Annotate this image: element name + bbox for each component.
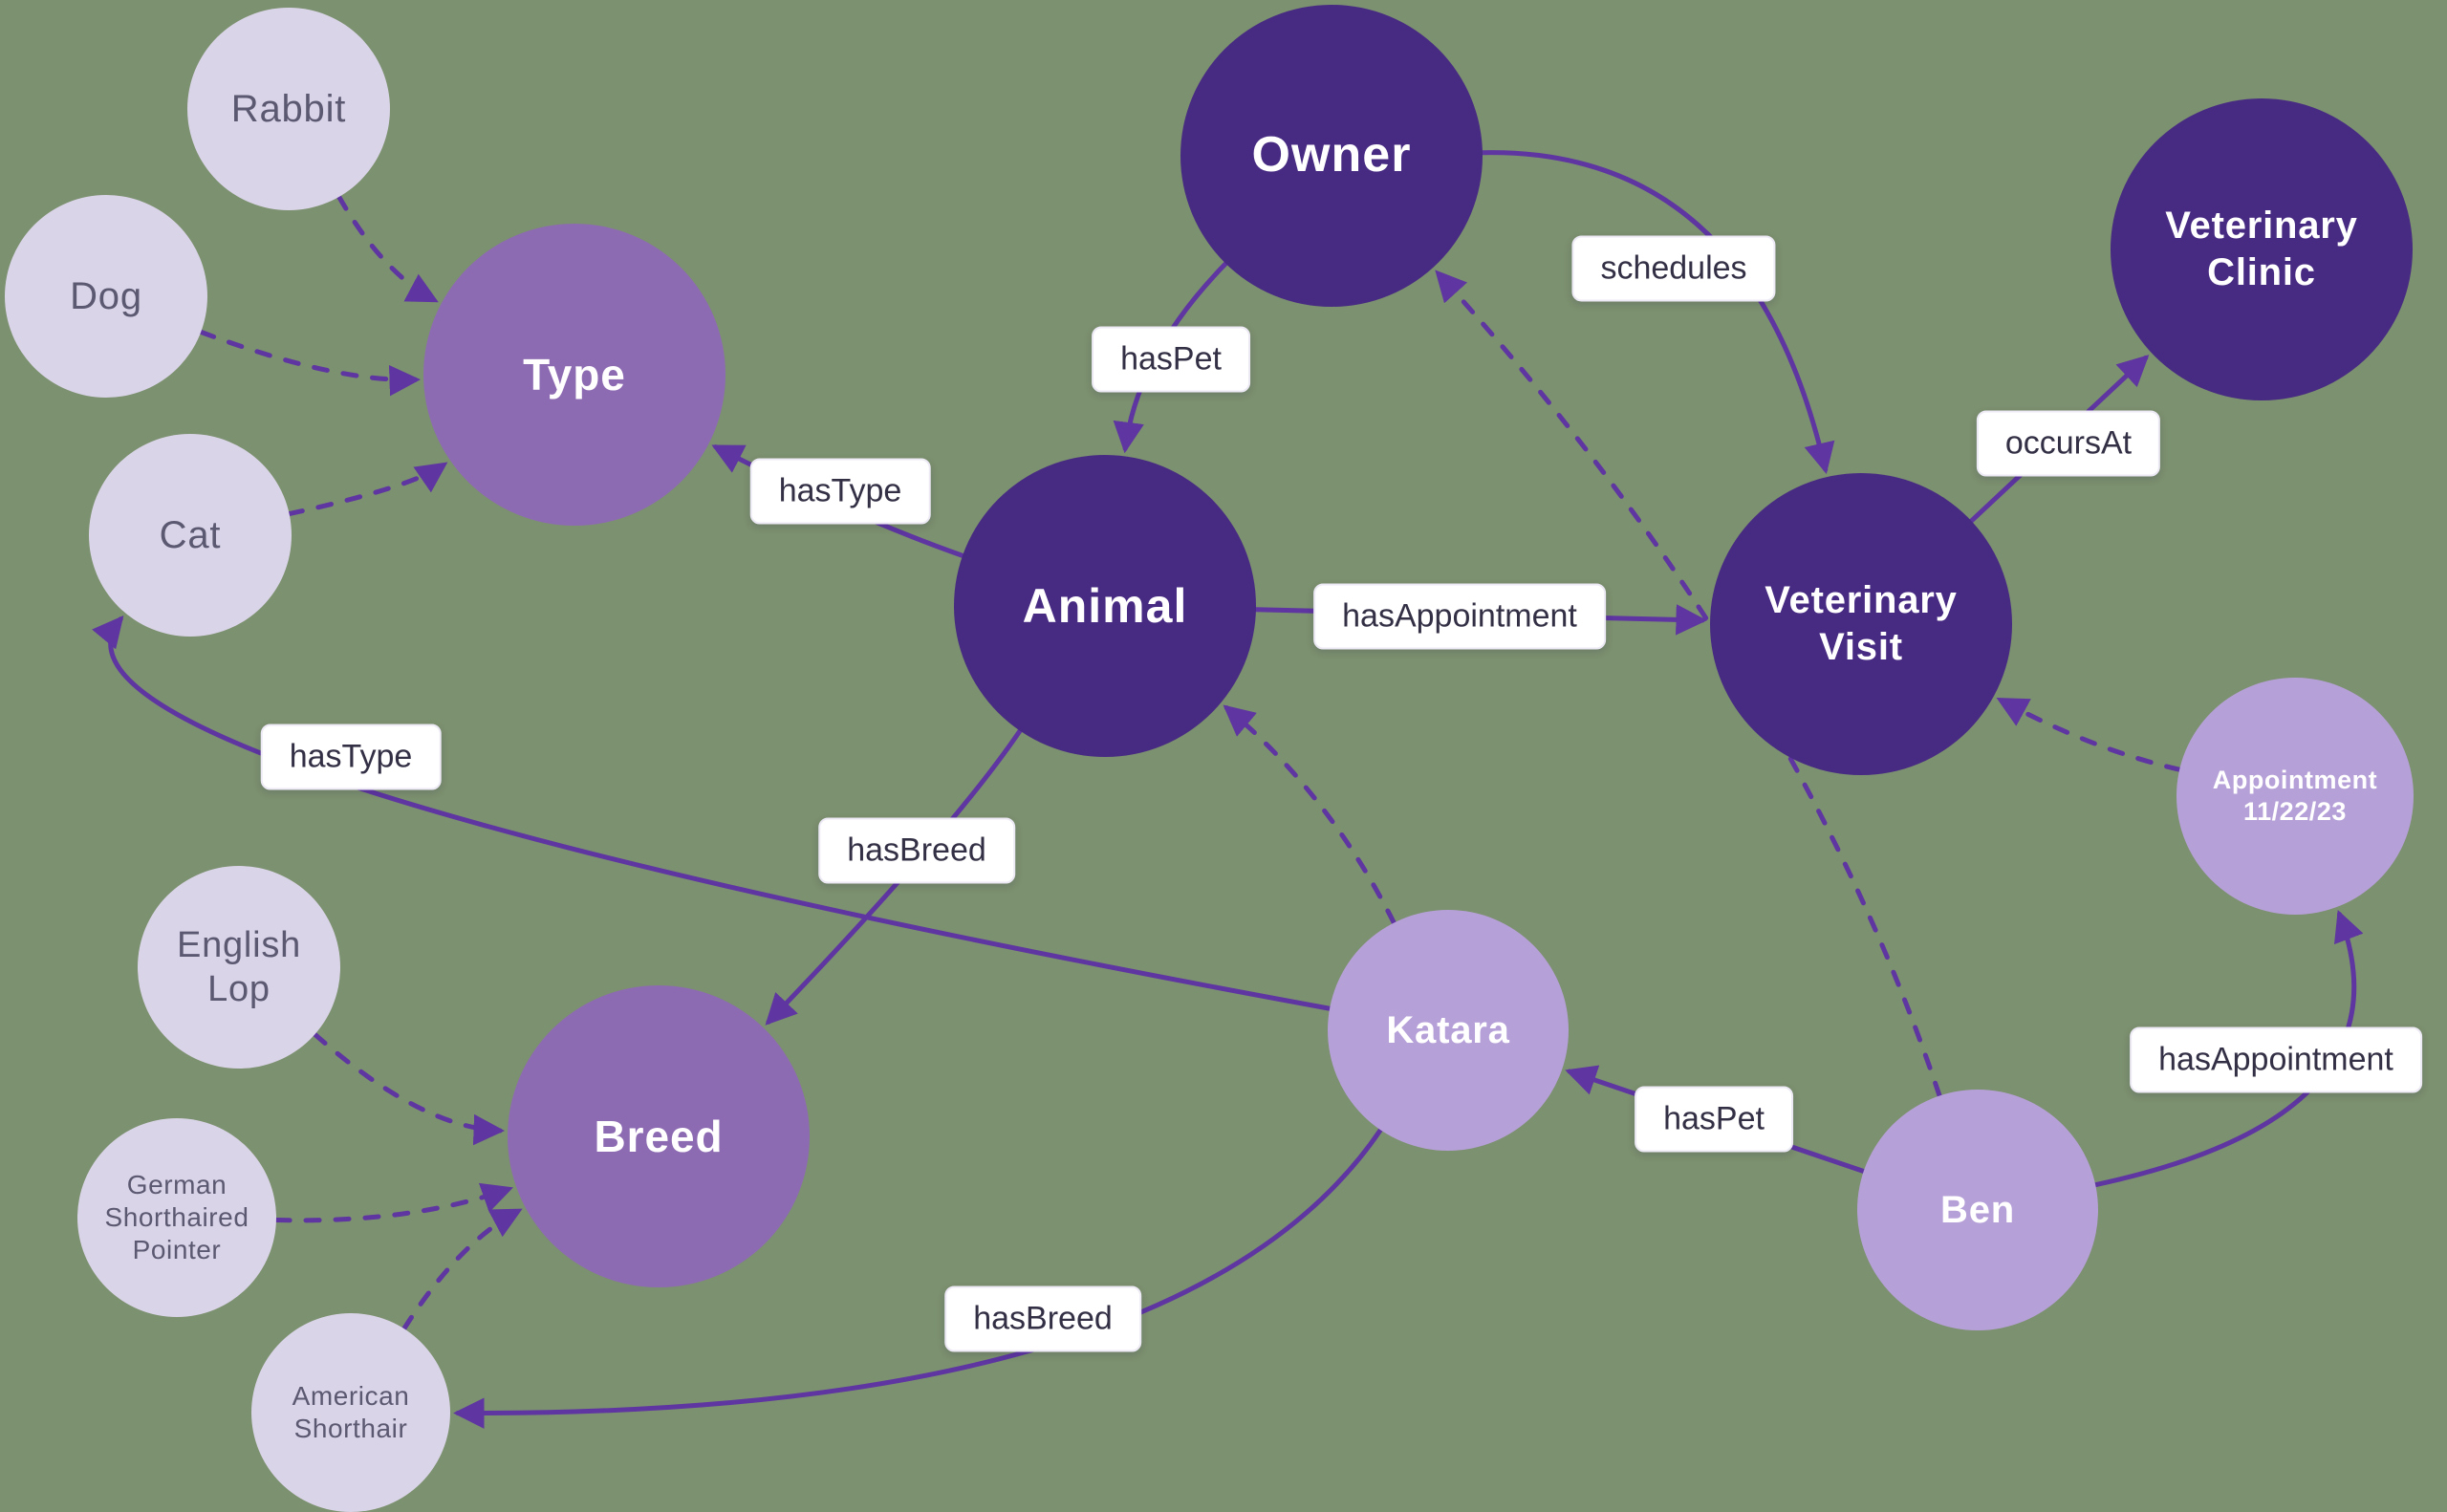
edge-owner-schedules-visit xyxy=(1480,150,1835,474)
node-vetvisit[interactable]: Veterinary Visit xyxy=(1710,473,2012,775)
node-katara[interactable]: Katara xyxy=(1328,910,1569,1151)
node-rabbit[interactable]: Rabbit xyxy=(187,8,390,210)
node-englishlop[interactable]: English Lop xyxy=(138,866,340,1069)
edge-label-owner-haspet-animal: hasPet xyxy=(1092,326,1250,393)
node-breed[interactable]: Breed xyxy=(508,985,810,1287)
edge-label-animal-hasappt-visit: hasAppointment xyxy=(1313,583,1606,650)
node-animal[interactable]: Animal xyxy=(954,455,1256,757)
edge-label-owner-schedules-visit: schedules xyxy=(1571,235,1776,302)
edge-label-katara-hasbreed-amsh: hasBreed xyxy=(944,1285,1141,1352)
edge-label-visit-occursat-clinic: occursAt xyxy=(1976,410,2161,477)
edge-label-animal-hastype-type: hasType xyxy=(749,458,931,525)
node-clinic[interactable]: Veterinary Clinic xyxy=(2111,98,2413,400)
edge-cat-type xyxy=(287,462,448,517)
edge-rabbit-type xyxy=(336,194,439,303)
edge-dog-type xyxy=(198,329,421,397)
edge-englishlop-breed xyxy=(312,1031,505,1146)
edge-label-ben-hasappt-appt: hasAppointment xyxy=(2130,1026,2422,1093)
node-gsp[interactable]: German Shorthaired Pointer xyxy=(77,1118,276,1317)
node-dog[interactable]: Dog xyxy=(5,195,207,398)
edge-ben-owner xyxy=(1435,270,1942,1098)
edge-label-katara-hastype-cat: hasType xyxy=(260,724,442,790)
edge-gsp-breed xyxy=(273,1182,513,1223)
edge-amshorthair-breed xyxy=(401,1208,523,1331)
edge-label-animal-hasbreed-breed: hasBreed xyxy=(818,817,1015,884)
node-type[interactable]: Type xyxy=(423,224,725,526)
node-amshorthair[interactable]: American Shorthair xyxy=(251,1313,450,1512)
edge-appt-visit xyxy=(1996,697,2182,772)
node-ben[interactable]: Ben xyxy=(1857,1090,2098,1330)
node-owner[interactable]: Owner xyxy=(1180,5,1483,307)
edge-label-ben-haspet-katara: hasPet xyxy=(1635,1086,1793,1153)
node-cat[interactable]: Cat xyxy=(89,434,292,637)
edge-katara-animal xyxy=(1223,704,1397,925)
node-appointment[interactable]: Appointment 11/22/23 xyxy=(2176,678,2414,915)
